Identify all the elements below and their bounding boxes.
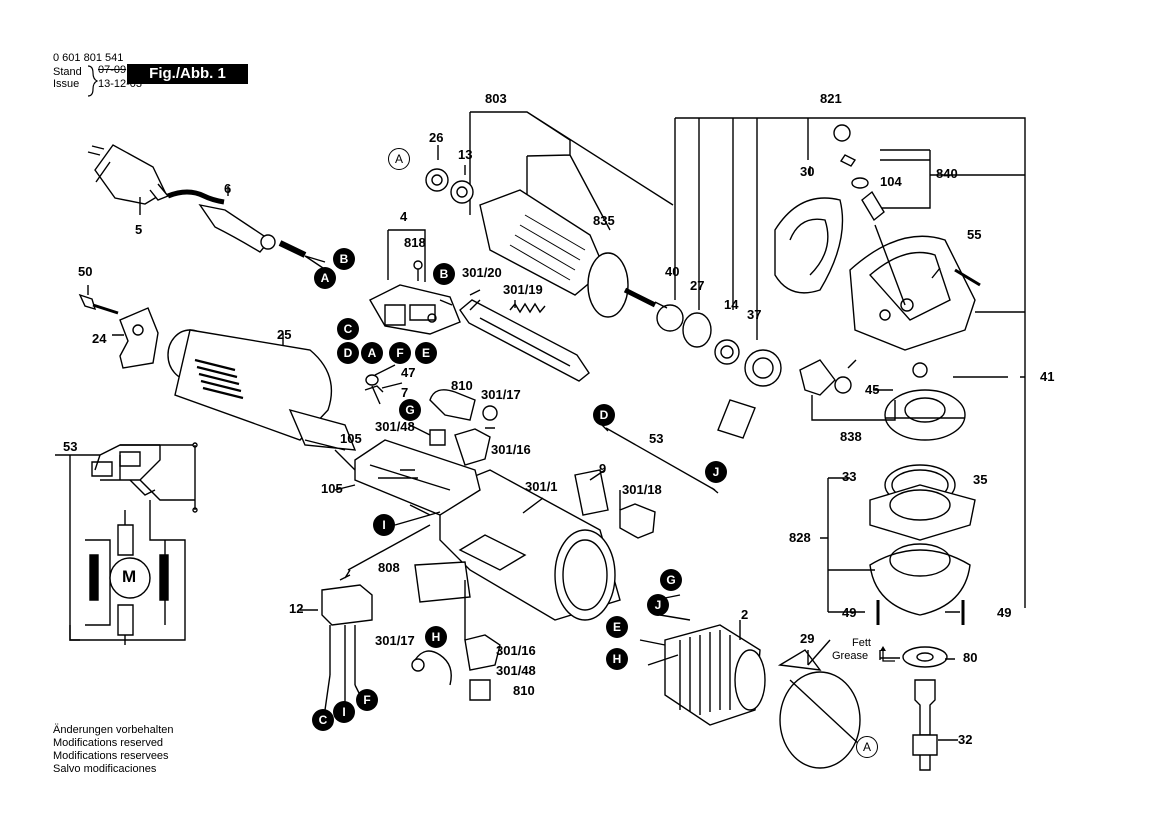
part-label-835: 835 bbox=[593, 213, 615, 228]
part-label-301-48-lower: 301/48 bbox=[496, 663, 536, 678]
part-number: 0 601 801 541 bbox=[53, 52, 124, 64]
part-label-5: 5 bbox=[135, 222, 143, 237]
callout-A-bearing: A bbox=[388, 148, 410, 170]
part-label-7: 7 bbox=[401, 385, 409, 400]
part-label-301-17-lower: 301/17 bbox=[375, 633, 415, 648]
part-label-47: 47 bbox=[401, 365, 416, 380]
callout-A-guard: A bbox=[856, 736, 878, 758]
part-label-30: 30 bbox=[800, 164, 815, 179]
callout-E-field: E bbox=[606, 616, 628, 638]
part-label-29: 29 bbox=[800, 631, 815, 646]
part-label-301-20: 301/20 bbox=[462, 265, 502, 280]
part-label-32: 32 bbox=[958, 732, 973, 747]
part-label-2: 2 bbox=[741, 607, 749, 622]
part-label-53-circuit: 53 bbox=[63, 439, 78, 454]
part-label-838: 838 bbox=[840, 429, 862, 444]
callout-J-cable: J bbox=[705, 461, 727, 483]
callout-G-brush: G bbox=[399, 399, 421, 421]
part-label-6: 6 bbox=[224, 181, 232, 196]
callout-E-switch: E bbox=[415, 342, 437, 364]
callout-I-capacitor: I bbox=[333, 701, 355, 723]
part-label-810-upper: 810 bbox=[451, 378, 473, 393]
part-label-821: 821 bbox=[820, 91, 842, 106]
part-label-828: 828 bbox=[789, 530, 811, 545]
callout-A-cable: A bbox=[314, 267, 336, 289]
part-label-803: 803 bbox=[485, 91, 507, 106]
part-label-45: 45 bbox=[865, 382, 880, 397]
part-label-301-16-lower: 301/16 bbox=[496, 643, 536, 658]
part-label-14: 14 bbox=[724, 297, 739, 312]
callout-F-switch: F bbox=[389, 342, 411, 364]
motor-symbol: M bbox=[122, 567, 137, 586]
grease-label-grease: Grease bbox=[832, 650, 869, 662]
part-label-24: 24 bbox=[92, 331, 107, 346]
part-label-12: 12 bbox=[289, 601, 304, 616]
callout-H-field: H bbox=[606, 648, 628, 670]
footer-line-2: Modifications reserved bbox=[53, 737, 164, 749]
callout-J-field: J bbox=[647, 594, 669, 616]
footer-line-1: Änderungen vorbehalten bbox=[53, 724, 174, 736]
footer-line-4: Salvo modificaciones bbox=[53, 763, 157, 775]
part-label-301-19: 301/19 bbox=[503, 282, 543, 297]
part-label-301-16-upper: 301/16 bbox=[491, 442, 531, 457]
figure-label: Fig./Abb. 1 bbox=[127, 64, 248, 84]
part-label-104: 104 bbox=[880, 174, 902, 189]
part-label-40: 40 bbox=[665, 264, 680, 279]
callout-C-capacitor: C bbox=[312, 709, 334, 731]
part-label-49-left: 49 bbox=[842, 605, 857, 620]
part-label-301-1: 301/1 bbox=[525, 479, 558, 494]
callout-G-field: G bbox=[660, 569, 682, 591]
grease-label-fett: Fett bbox=[852, 637, 871, 649]
part-label-35: 35 bbox=[973, 472, 988, 487]
stand-value: 07-09 bbox=[98, 64, 127, 76]
callout-B-switch: B bbox=[433, 263, 455, 285]
callout-I-housing: I bbox=[373, 514, 395, 536]
callout-B-cable: B bbox=[333, 248, 355, 270]
part-label-50: 50 bbox=[78, 264, 93, 279]
part-label-9: 9 bbox=[599, 461, 607, 476]
part-label-80: 80 bbox=[963, 650, 978, 665]
part-label-26: 26 bbox=[429, 130, 444, 145]
part-label-818: 818 bbox=[404, 235, 426, 250]
part-label-33: 33 bbox=[842, 469, 857, 484]
part-label-55: 55 bbox=[967, 227, 982, 242]
part-label-301-18: 301/18 bbox=[622, 482, 662, 497]
part-label-49-right: 49 bbox=[997, 605, 1012, 620]
part-label-37: 37 bbox=[747, 307, 762, 322]
callout-A-switch: A bbox=[361, 342, 383, 364]
callout-D-switch: D bbox=[337, 342, 359, 364]
callout-F-capacitor: F bbox=[356, 689, 378, 711]
part-label-41: 41 bbox=[1040, 369, 1055, 384]
part-label-105-lower: 105 bbox=[321, 481, 343, 496]
callout-D-cable: D bbox=[593, 404, 615, 426]
callout-C-switch: C bbox=[337, 318, 359, 340]
part-label-13: 13 bbox=[458, 147, 473, 162]
part-label-53-cable: 53 bbox=[649, 431, 664, 446]
issue-label: Issue bbox=[53, 78, 80, 90]
part-label-25: 25 bbox=[277, 327, 292, 342]
stand-label: Stand bbox=[53, 66, 82, 78]
part-label-105-upper: 105 bbox=[340, 431, 362, 446]
part-label-808: 808 bbox=[378, 560, 400, 575]
part-label-301-48-upper: 301/48 bbox=[375, 419, 415, 434]
part-label-840: 840 bbox=[936, 166, 958, 181]
part-label-27: 27 bbox=[690, 278, 705, 293]
part-label-301-17-upper: 301/17 bbox=[481, 387, 521, 402]
part-label-810-lower: 810 bbox=[513, 683, 535, 698]
part-label-4: 4 bbox=[400, 209, 408, 224]
footer-line-3: Modifications reservees bbox=[53, 750, 169, 762]
callout-H-brush: H bbox=[425, 626, 447, 648]
